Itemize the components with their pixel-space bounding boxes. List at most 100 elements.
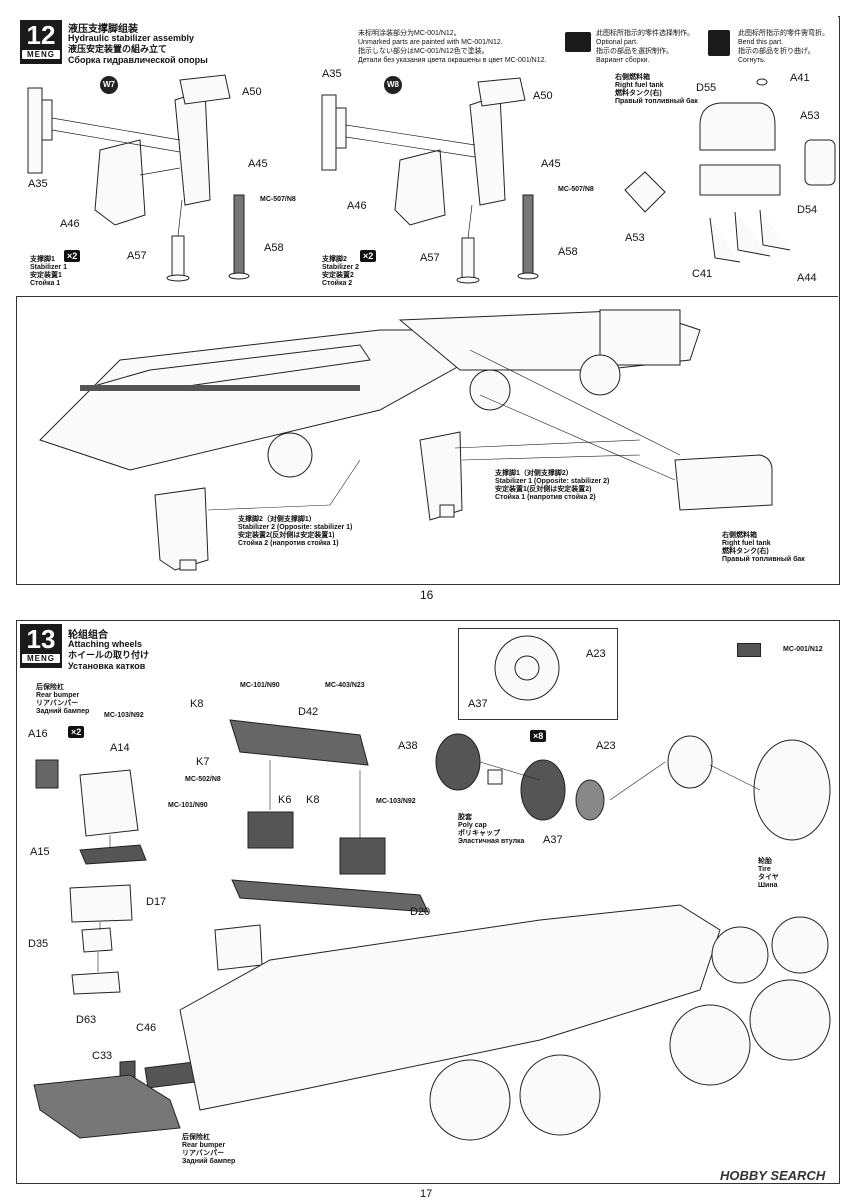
step12-left-badge: W7 [100, 76, 118, 94]
paint-legend: MC-001/N12 [783, 646, 823, 653]
bend-jp: 指示の部品を折り曲げ。 [738, 48, 815, 55]
tire-jp: タイヤ [758, 874, 779, 881]
lbl-a14: A14 [110, 742, 130, 754]
step-12-number: 12 MENG [20, 20, 62, 64]
lbl-c33: C33 [92, 1050, 113, 1062]
polycap-jp: ポリキャップ [458, 830, 500, 837]
lbl-a53-l: A53 [625, 232, 645, 244]
step12-mid-badge: W8 [384, 76, 402, 94]
lbl-c41: C41 [692, 268, 713, 280]
qty-mid: ×2 [360, 250, 377, 262]
lbl-a58-left: A58 [264, 242, 284, 254]
bend-en: Bend this part. [738, 39, 784, 46]
lbl-k6: K6 [278, 794, 292, 806]
polycap-en: Poly cap [458, 822, 487, 829]
note-ru: Детали без указания цвета окрашены в цве… [358, 57, 547, 64]
lbl-a41: A41 [790, 72, 810, 84]
lbl-a23-detail: A23 [586, 648, 606, 660]
lbl-a38: A38 [398, 740, 418, 752]
caption-mid-en: Stabilizer 2 [322, 264, 359, 271]
lbl-a57-left: A57 [127, 250, 147, 262]
assembly-stab2-cn: 支撑脚2（对侧支撑脚1） [238, 516, 316, 523]
assembly-stab1-en: Stabilizer 1 (Opposite: stabilizer 2) [495, 478, 610, 485]
bumper2-ru: Задний бампер [182, 1158, 236, 1165]
polycap-ru: Эластичная втулка [458, 838, 525, 845]
qty-bumper: ×2 [68, 726, 85, 738]
step-13-title-cn: 轮组组合 [68, 630, 108, 641]
note-cn: 未标明涂装部分为MC-001/N12。 [358, 30, 461, 37]
paint-mid: MC-507/N8 [558, 186, 594, 193]
step-12-title-en: Hydraulic stabilizer assembly [68, 33, 195, 43]
lbl-a16: A16 [28, 728, 48, 740]
lbl-k8-bottom: K8 [306, 794, 320, 806]
assembly-tank-jp: 燃料タンク(右) [722, 548, 769, 555]
caption-mid-jp: 安定装置2 [322, 272, 354, 279]
stabilizer-1-drawing [27, 74, 836, 284]
assembly-stab1-ru: Стойка 1 (напротив стойка 2) [495, 494, 596, 501]
caption-left-ru: Стойка 1 [30, 280, 61, 287]
bumper2-jp: リアバンパー [182, 1150, 225, 1157]
optional-ru: Вариант сборки. [596, 57, 650, 64]
lbl-a37-exploded: A37 [543, 834, 563, 846]
lbl-a35-mid: A35 [322, 68, 342, 80]
lbl-c46: C46 [136, 1022, 157, 1034]
optional-jp: 指示の部品を選択制作。 [596, 48, 673, 55]
paint-mc103-top: MC-103/N92 [104, 712, 144, 719]
lbl-d63: D63 [76, 1014, 97, 1026]
optional-part-icon [565, 32, 591, 52]
optional-en: Optional part. [596, 39, 639, 46]
step-12-title-ru: Сборка гидравлической опоры [68, 55, 208, 65]
bumper2-cn: 后保险杠 [182, 1134, 210, 1141]
bumper-caption-cn: 后保险杠 [36, 684, 64, 691]
step-12-title-cn: 液压支撑脚组装 [68, 24, 138, 35]
lbl-a37-detail: A37 [468, 698, 488, 710]
lbl-d55: D55 [696, 82, 717, 94]
caption-left-jp: 安定装置1 [30, 272, 62, 279]
bumper2-en: Rear bumper [182, 1142, 226, 1149]
lbl-a23-exploded: A23 [596, 740, 616, 752]
tire-ru: Шина [758, 882, 778, 889]
caption-right-cn: 右侧燃料箱 [615, 74, 650, 81]
bend-ru: Согнуть. [738, 57, 766, 64]
bend-part-icon [708, 30, 730, 56]
lbl-a50-mid: A50 [533, 90, 553, 102]
assembly-tank-en: Right fuel tank [722, 540, 771, 547]
lbl-k7: K7 [196, 756, 210, 768]
caption-mid-cn: 支撑脚2 [322, 256, 347, 263]
caption-right-ru: Правый топливный бак [615, 98, 698, 105]
note-jp: 指示しない部分はMC-001/N12色で塗装。 [358, 48, 489, 55]
polycap-cn: 胶套 [458, 814, 472, 821]
page-number-17: 17 [420, 1188, 433, 1200]
lbl-a46-mid: A46 [347, 200, 367, 212]
lbl-d42: D42 [298, 706, 319, 718]
optional-cn: 此图标所指示的零件选择制作。 [596, 30, 694, 37]
lbl-d54: D54 [797, 204, 818, 216]
lbl-a45-left: A45 [248, 158, 268, 170]
step-13-number: 13 MENG [20, 624, 62, 668]
lbl-a50-left: A50 [242, 86, 262, 98]
caption-mid-ru: Стойка 2 [322, 280, 353, 287]
assembly-tank-cn: 右侧燃料箱 [722, 532, 757, 539]
paint-left: MC-507/N8 [260, 196, 296, 203]
assembly-stab1-jp: 安定装置1(反対側は安定装置2) [495, 486, 592, 493]
tire-en: Tire [758, 866, 771, 873]
caption-right-en: Right fuel tank [615, 82, 664, 89]
step-13-title-jp: ホイールの取り付け [68, 650, 150, 660]
note-en: Unmarked parts are painted with MC-001/N… [358, 39, 503, 46]
lbl-a15: A15 [30, 846, 50, 858]
bumper-caption-ru: Задний бампер [36, 708, 90, 715]
tire-cn: 轮胎 [758, 858, 772, 865]
chassis-assembly-drawing-12 [39, 309, 773, 571]
caption-right-jp: 燃料タンク(右) [615, 90, 662, 97]
assembly-stab2-en: Stabilizer 2 (Opposite: stabilizer 1) [238, 524, 353, 531]
paint-legend-swatch [737, 643, 761, 657]
assembly-stab2-ru: Стойка 2 (напротив стойка 1) [238, 540, 339, 547]
lbl-d20: D20 [410, 906, 431, 918]
lbl-k8-top: K8 [190, 698, 204, 710]
bumper-caption-jp: リアバンパー [36, 700, 79, 707]
bumper-caption-en: Rear bumper [36, 692, 80, 699]
paint-mc103-bottom: MC-103/N92 [376, 798, 416, 805]
paint-mc502: MC-502/N8 [185, 776, 221, 783]
assembly-stab2-jp: 安定装置2(反対側は安定装置1) [238, 532, 335, 539]
